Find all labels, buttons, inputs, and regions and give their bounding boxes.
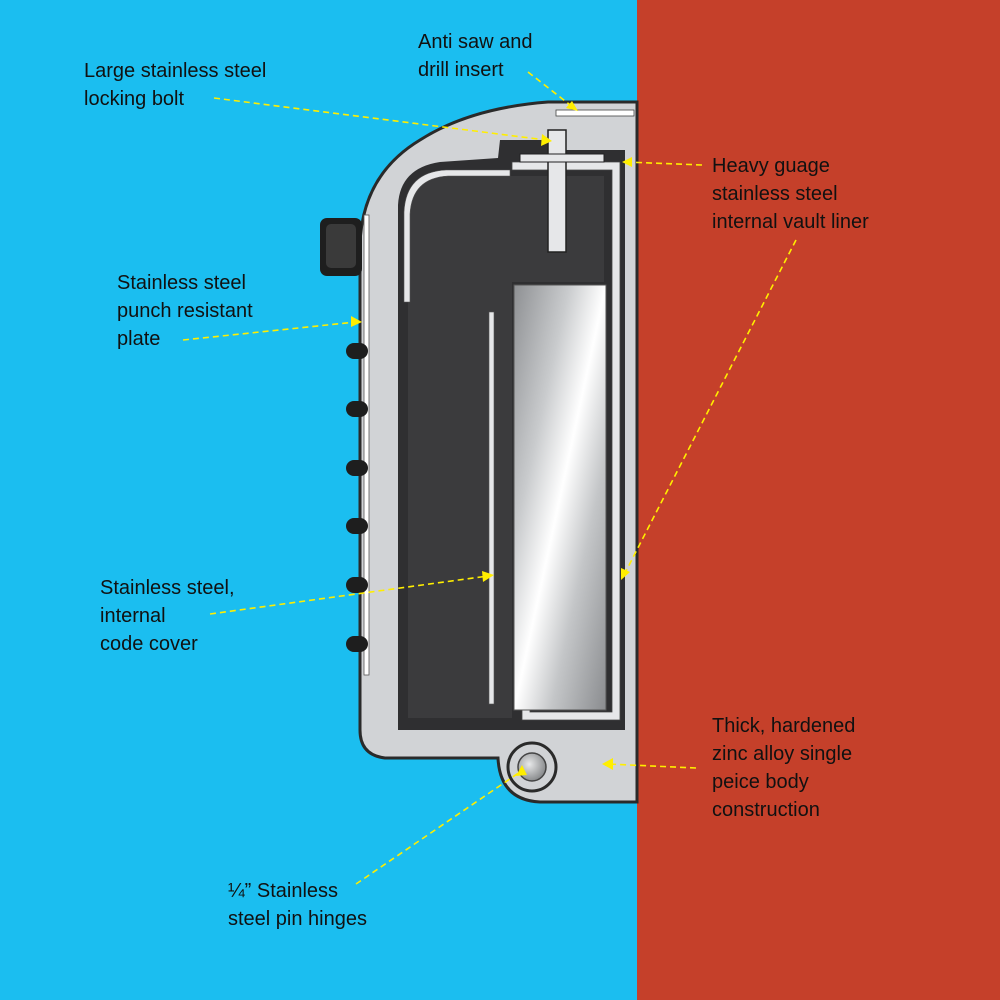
label-anti-saw-line-2: drill insert [418,59,504,81]
leader-locking-bolt [213,97,547,141]
label-code-cover-line-2: internal [100,605,166,627]
arrowhead [541,134,552,146]
label-vault-liner: Heavy guage stainless steel internal vau… [712,155,869,233]
side-pin [346,401,368,417]
label-punch-plate-line-1: Stainless steel [117,272,246,294]
side-pin [346,343,368,359]
side-pin [346,460,368,476]
leader-code-cover [209,575,489,615]
vault-steel-panel [513,284,607,711]
arrowheads [351,101,632,776]
keypad-button-highlight [326,224,356,268]
label-punch-plate: Stainless steel punch resistant plate [117,272,258,350]
label-body-construction: Thick, hardened zinc alloy single peice … [712,715,861,821]
side-pin [346,636,368,652]
arrowhead [351,316,362,327]
label-punch-plate-line-2: punch resistant [117,300,253,322]
label-pin-hinges: ¼” Stainless steel pin hinges [228,880,367,930]
label-vault-liner-line-2: stainless steel [712,183,838,205]
code-cavity-block [408,176,604,718]
label-vault-liner-line-1: Heavy guage [712,155,830,177]
arrowhead [621,568,630,580]
leader-punch-plate [182,321,357,341]
top-steel-liner [403,169,511,303]
locking-bolt [547,129,567,253]
internal-code-cover [488,311,495,705]
arrowhead [566,101,578,111]
background-right-wall [637,0,1000,1000]
label-body-construction-line-4: construction [712,799,820,821]
side-pins [346,343,368,652]
label-anti-saw: Anti saw and drill insert [418,31,538,81]
arrowhead [622,157,632,167]
leader-vault-liner-top [625,161,703,166]
label-code-cover-line-1: Stainless steel, [100,577,235,599]
anti-saw-drill-insert [555,109,635,117]
leader-pin-hinges [355,771,521,885]
label-vault-liner-line-3: internal vault liner [712,211,869,233]
label-body-construction-line-2: zinc alloy single [712,743,852,765]
label-pin-hinges-line-1: ¼” Stainless [228,880,338,902]
locking-bolt-cap [519,153,605,163]
label-anti-saw-line-1: Anti saw and [418,31,533,53]
label-body-construction-line-3: peice body [712,771,809,793]
leader-vault-liner-side [623,239,797,576]
label-body-construction-line-1: Thick, hardened [712,715,855,737]
arrowhead [482,571,494,582]
arrowhead [602,758,613,770]
leader-body [607,763,697,769]
label-code-cover: Stainless steel, internal code cover [100,577,240,655]
label-pin-hinges-line-2: steel pin hinges [228,908,367,930]
side-pin [346,577,368,593]
leader-lines [182,71,797,885]
side-pin [346,518,368,534]
arrowhead [516,765,527,776]
label-locking-bolt-line-1: Large stainless steel [84,60,266,82]
label-code-cover-line-3: code cover [100,633,198,655]
punch-resistant-plate [363,214,370,676]
label-locking-bolt-line-2: locking bolt [84,88,185,110]
label-punch-plate-line-3: plate [117,328,160,350]
label-locking-bolt: Large stainless steel locking bolt [84,60,272,110]
